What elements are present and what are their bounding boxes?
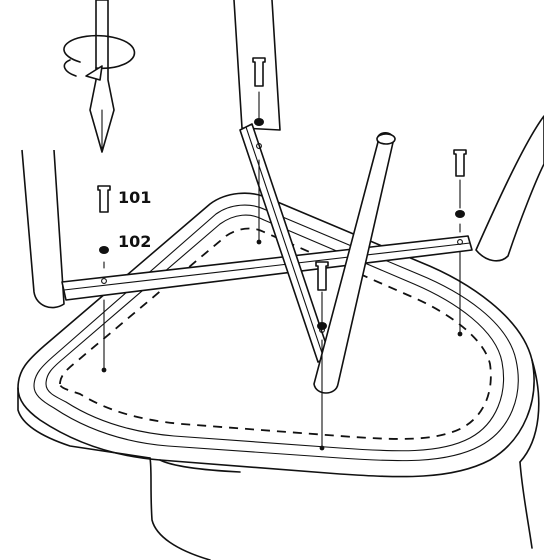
washer-icon xyxy=(455,210,465,218)
seat-shell xyxy=(17,192,540,560)
washer-icon xyxy=(99,246,109,254)
washer-icon xyxy=(317,322,327,330)
screwdriver-icon xyxy=(89,0,115,153)
screw-icon xyxy=(315,261,329,291)
leg-center xyxy=(313,131,396,394)
washer-icon xyxy=(254,118,264,126)
screw-icon xyxy=(252,57,266,87)
rotate-clockwise-arrow-icon xyxy=(63,34,136,81)
leg-right xyxy=(475,115,544,262)
drop-lines xyxy=(103,91,461,447)
screw-icon xyxy=(97,185,111,213)
seat-holes xyxy=(101,239,463,451)
screw-part-label: 101 xyxy=(118,188,151,207)
washer-part-label: 102 xyxy=(118,232,151,251)
screw-icon xyxy=(453,149,467,177)
leg-left xyxy=(21,149,65,309)
rail-horizontal xyxy=(61,235,473,301)
